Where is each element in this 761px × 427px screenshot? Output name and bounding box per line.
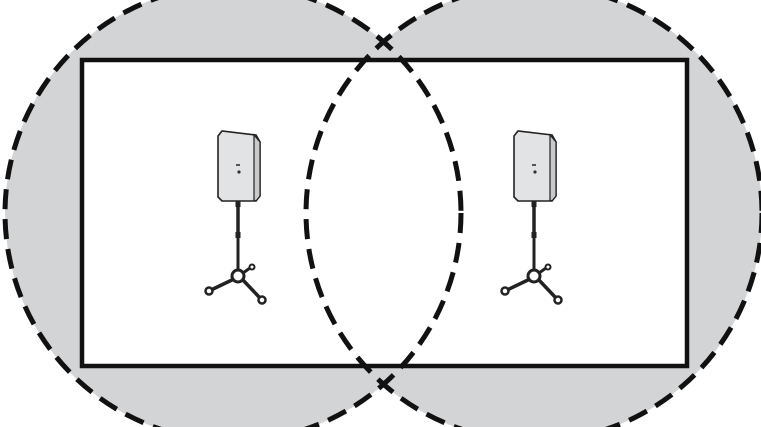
room-rectangle (79, 57, 690, 369)
coverage-area-left (2, 0, 464, 427)
speaker-right-cabinet (513, 130, 557, 202)
speaker-left-stand (204, 201, 267, 305)
speaker-right (500, 130, 563, 305)
speaker-right-stand (500, 201, 563, 305)
room-interior (82, 60, 687, 366)
speaker-left-cabinet (217, 130, 261, 202)
speaker-left (204, 130, 267, 305)
